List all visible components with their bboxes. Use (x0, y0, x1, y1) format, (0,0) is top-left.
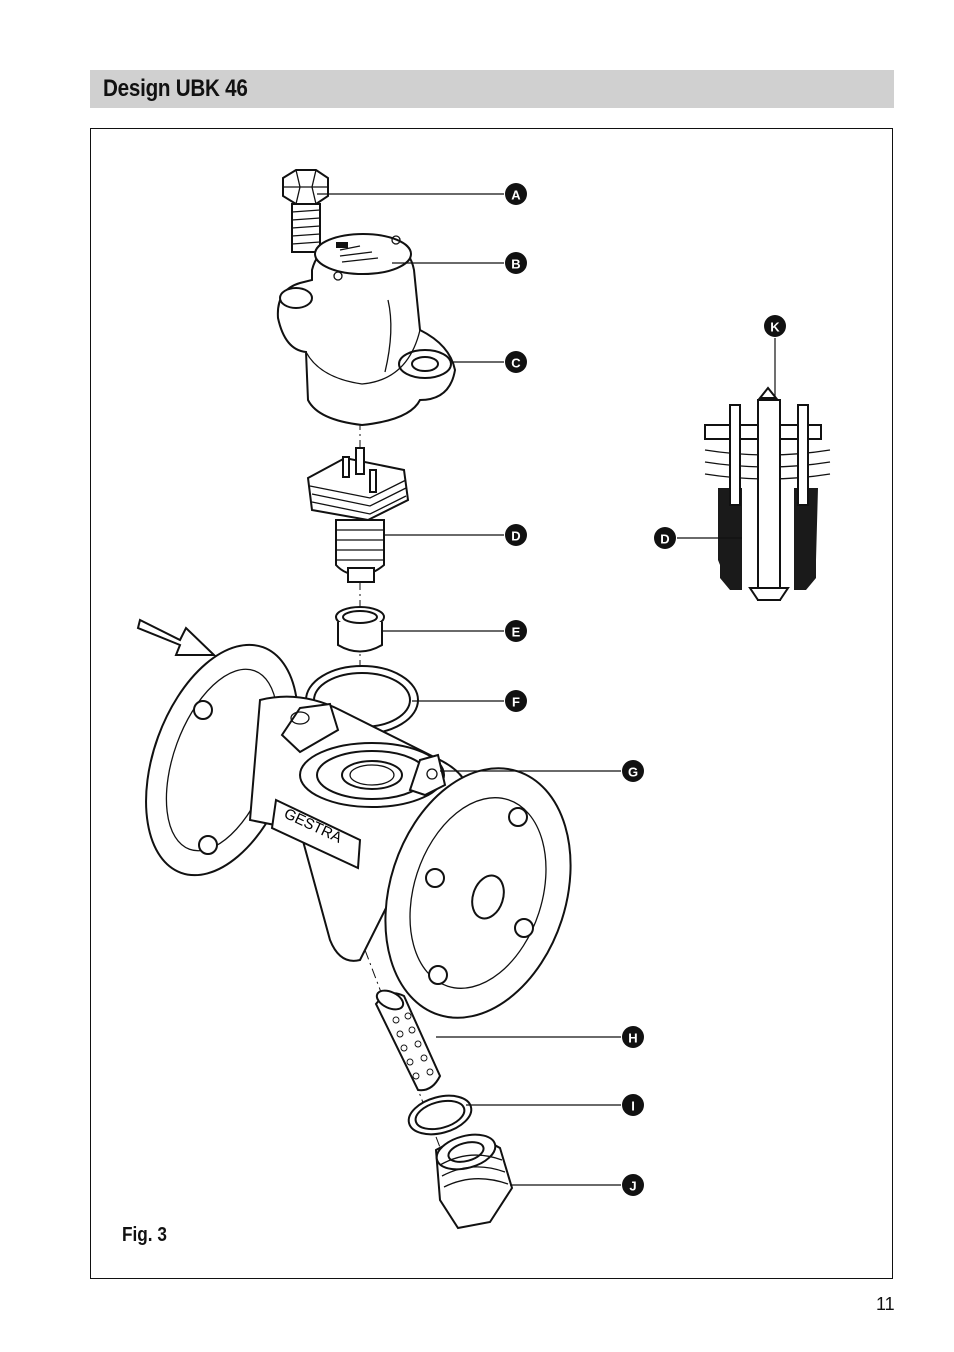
page-number: 11 (876, 1294, 895, 1315)
flow-direction-arrow (138, 620, 214, 655)
callout-d: D (505, 524, 527, 546)
svg-text:E: E (512, 625, 521, 640)
svg-text:J: J (629, 1179, 636, 1194)
svg-text:D: D (511, 529, 520, 544)
callout-a: A (505, 183, 527, 205)
callout-i: I (622, 1094, 644, 1116)
svg-text:G: G (628, 765, 638, 780)
callout-j: J (622, 1174, 644, 1196)
svg-text:K: K (770, 320, 780, 335)
callout-g: G (622, 760, 644, 782)
part-e-sleeve (336, 607, 384, 652)
callout-f: F (505, 690, 527, 712)
figure-caption: Fig. 3 (122, 1224, 167, 1247)
svg-text:F: F (512, 695, 520, 710)
callout-k: K (764, 315, 786, 337)
callout-h: H (622, 1026, 644, 1048)
svg-text:H: H (628, 1031, 637, 1046)
svg-text:A: A (511, 188, 521, 203)
svg-text:I: I (631, 1099, 635, 1114)
svg-text:D: D (660, 532, 669, 547)
part-j-plug (433, 1129, 512, 1228)
callout-e: E (505, 620, 527, 642)
part-d-regulator (308, 448, 408, 582)
svg-text:B: B (511, 257, 520, 272)
callout-c: C (505, 351, 527, 373)
callout-d-section: D (654, 527, 676, 549)
callout-b: B (505, 252, 527, 274)
regulator-section-view (705, 388, 830, 600)
svg-text:C: C (511, 356, 521, 371)
part-a-hex-bolt (283, 170, 328, 252)
part-i-sealing-ring (404, 1089, 475, 1140)
